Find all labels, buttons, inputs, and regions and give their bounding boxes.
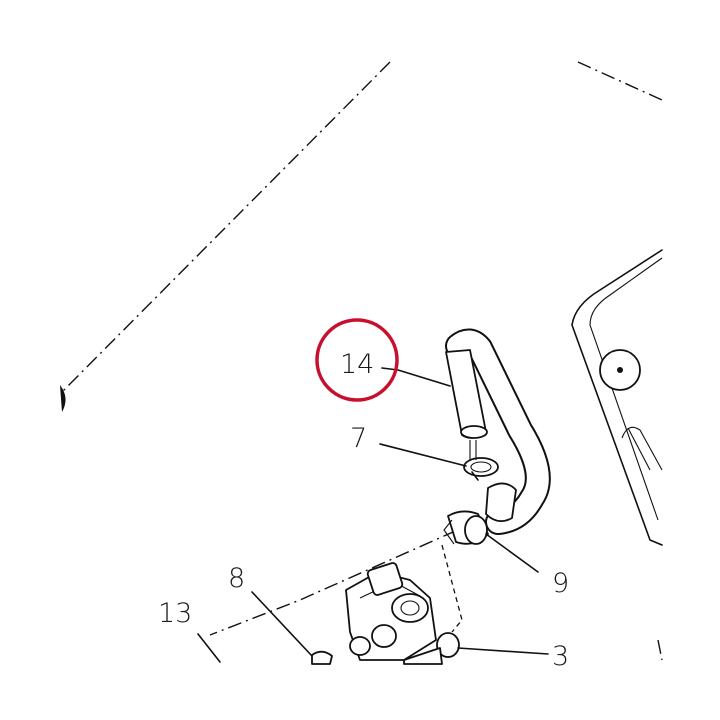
- housing-panel: [571, 249, 663, 546]
- callout-13[interactable]: 13: [158, 598, 192, 629]
- connector: [441, 510, 489, 633]
- valve-assembly: [311, 562, 460, 665]
- callout-14[interactable]: 14: [340, 349, 374, 380]
- hose: [445, 328, 551, 535]
- edge-mark: [60, 385, 66, 412]
- port-fitting: [436, 632, 460, 658]
- callout-8[interactable]: 8: [228, 563, 245, 594]
- callout-7[interactable]: 7: [350, 423, 367, 454]
- hose-clamp: [463, 440, 499, 481]
- highlight-circle: [315, 318, 399, 402]
- leader-lines: [197, 367, 549, 663]
- callout-9[interactable]: 9: [552, 568, 569, 599]
- construction-lines: [61, 61, 663, 661]
- callout-3[interactable]: 3: [552, 641, 569, 672]
